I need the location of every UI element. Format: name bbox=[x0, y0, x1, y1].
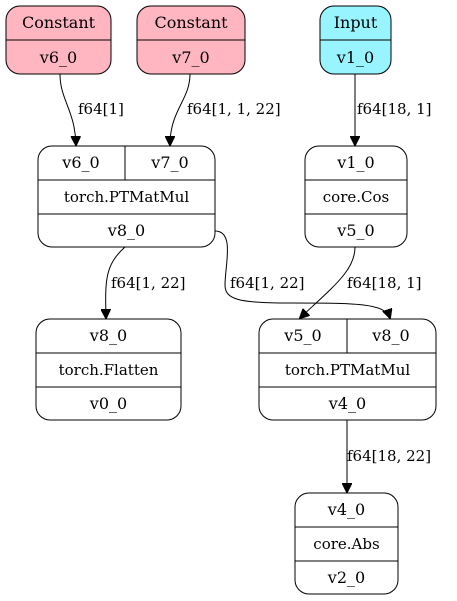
node-kind-label: Constant bbox=[22, 13, 96, 32]
matmul-node-v4: v5_0 v8_0 torch.PTMatMul v4_0 bbox=[258, 318, 437, 421]
output-label: v5_0 bbox=[336, 221, 374, 240]
edges: f64[1] f64[1, 1, 22] f64[18, 1] f64[1, 2… bbox=[59, 73, 432, 492]
op-label: core.Abs bbox=[313, 535, 379, 553]
op-label: torch.PTMatMul bbox=[64, 188, 190, 206]
edge-cos-to-matmul-b bbox=[300, 246, 356, 318]
edge-label-matmul-a-to-matmul-b: f64[1, 22] bbox=[230, 274, 305, 292]
edge-label-matmul-a-to-flatten: f64[1, 22] bbox=[111, 274, 186, 292]
input-port-label: v7_0 bbox=[150, 153, 188, 172]
edge-matmul-a-to-flatten bbox=[106, 246, 126, 318]
abs-node-v2: v4_0 core.Abs v2_0 bbox=[294, 492, 399, 595]
input-port-label: v4_0 bbox=[327, 500, 365, 519]
edge-label-v6-to-matmul-a: f64[1] bbox=[78, 100, 124, 118]
edge-matmul-a-to-matmul-b bbox=[214, 230, 390, 318]
cos-node-v5: v1_0 core.Cos v5_0 bbox=[304, 145, 408, 248]
edge-v6-to-matmul-a bbox=[59, 73, 76, 145]
edge-label-v7-to-matmul-a: f64[1, 1, 22] bbox=[187, 100, 281, 118]
output-label: v8_0 bbox=[107, 221, 145, 240]
op-label: torch.PTMatMul bbox=[285, 361, 411, 379]
matmul-node-v8: v6_0 v7_0 torch.PTMatMul v8_0 bbox=[37, 145, 216, 248]
op-label: torch.Flatten bbox=[59, 361, 159, 379]
input-port-label: v8_0 bbox=[89, 326, 127, 345]
op-label: core.Cos bbox=[323, 188, 389, 206]
input-port-label: v5_0 bbox=[283, 326, 321, 345]
node-value-label: v6_0 bbox=[39, 48, 77, 67]
node-kind-label: Constant bbox=[154, 13, 228, 32]
edge-label-matmul-b-to-abs: f64[18, 22] bbox=[347, 447, 431, 465]
flatten-node-v0: v8_0 torch.Flatten v0_0 bbox=[35, 318, 182, 421]
node-value-label: v7_0 bbox=[171, 48, 209, 67]
input-port-label: v8_0 bbox=[371, 326, 409, 345]
edge-label-cos-to-matmul-b: f64[18, 1] bbox=[347, 274, 422, 292]
node-value-label: v1_0 bbox=[336, 48, 374, 67]
output-label: v2_0 bbox=[327, 568, 365, 587]
node-kind-label: Input bbox=[334, 13, 378, 32]
output-label: v4_0 bbox=[328, 394, 366, 413]
input-port-label: v1_0 bbox=[336, 153, 374, 172]
input-port-label: v6_0 bbox=[61, 153, 99, 172]
constant-node-v7: Constant v7_0 bbox=[136, 5, 246, 75]
edge-label-v1-to-cos: f64[18, 1] bbox=[357, 100, 432, 118]
output-label: v0_0 bbox=[89, 394, 127, 413]
input-node-v1: Input v1_0 bbox=[319, 5, 392, 75]
constant-node-v6: Constant v6_0 bbox=[5, 5, 112, 75]
edge-v7-to-matmul-a bbox=[170, 73, 191, 145]
